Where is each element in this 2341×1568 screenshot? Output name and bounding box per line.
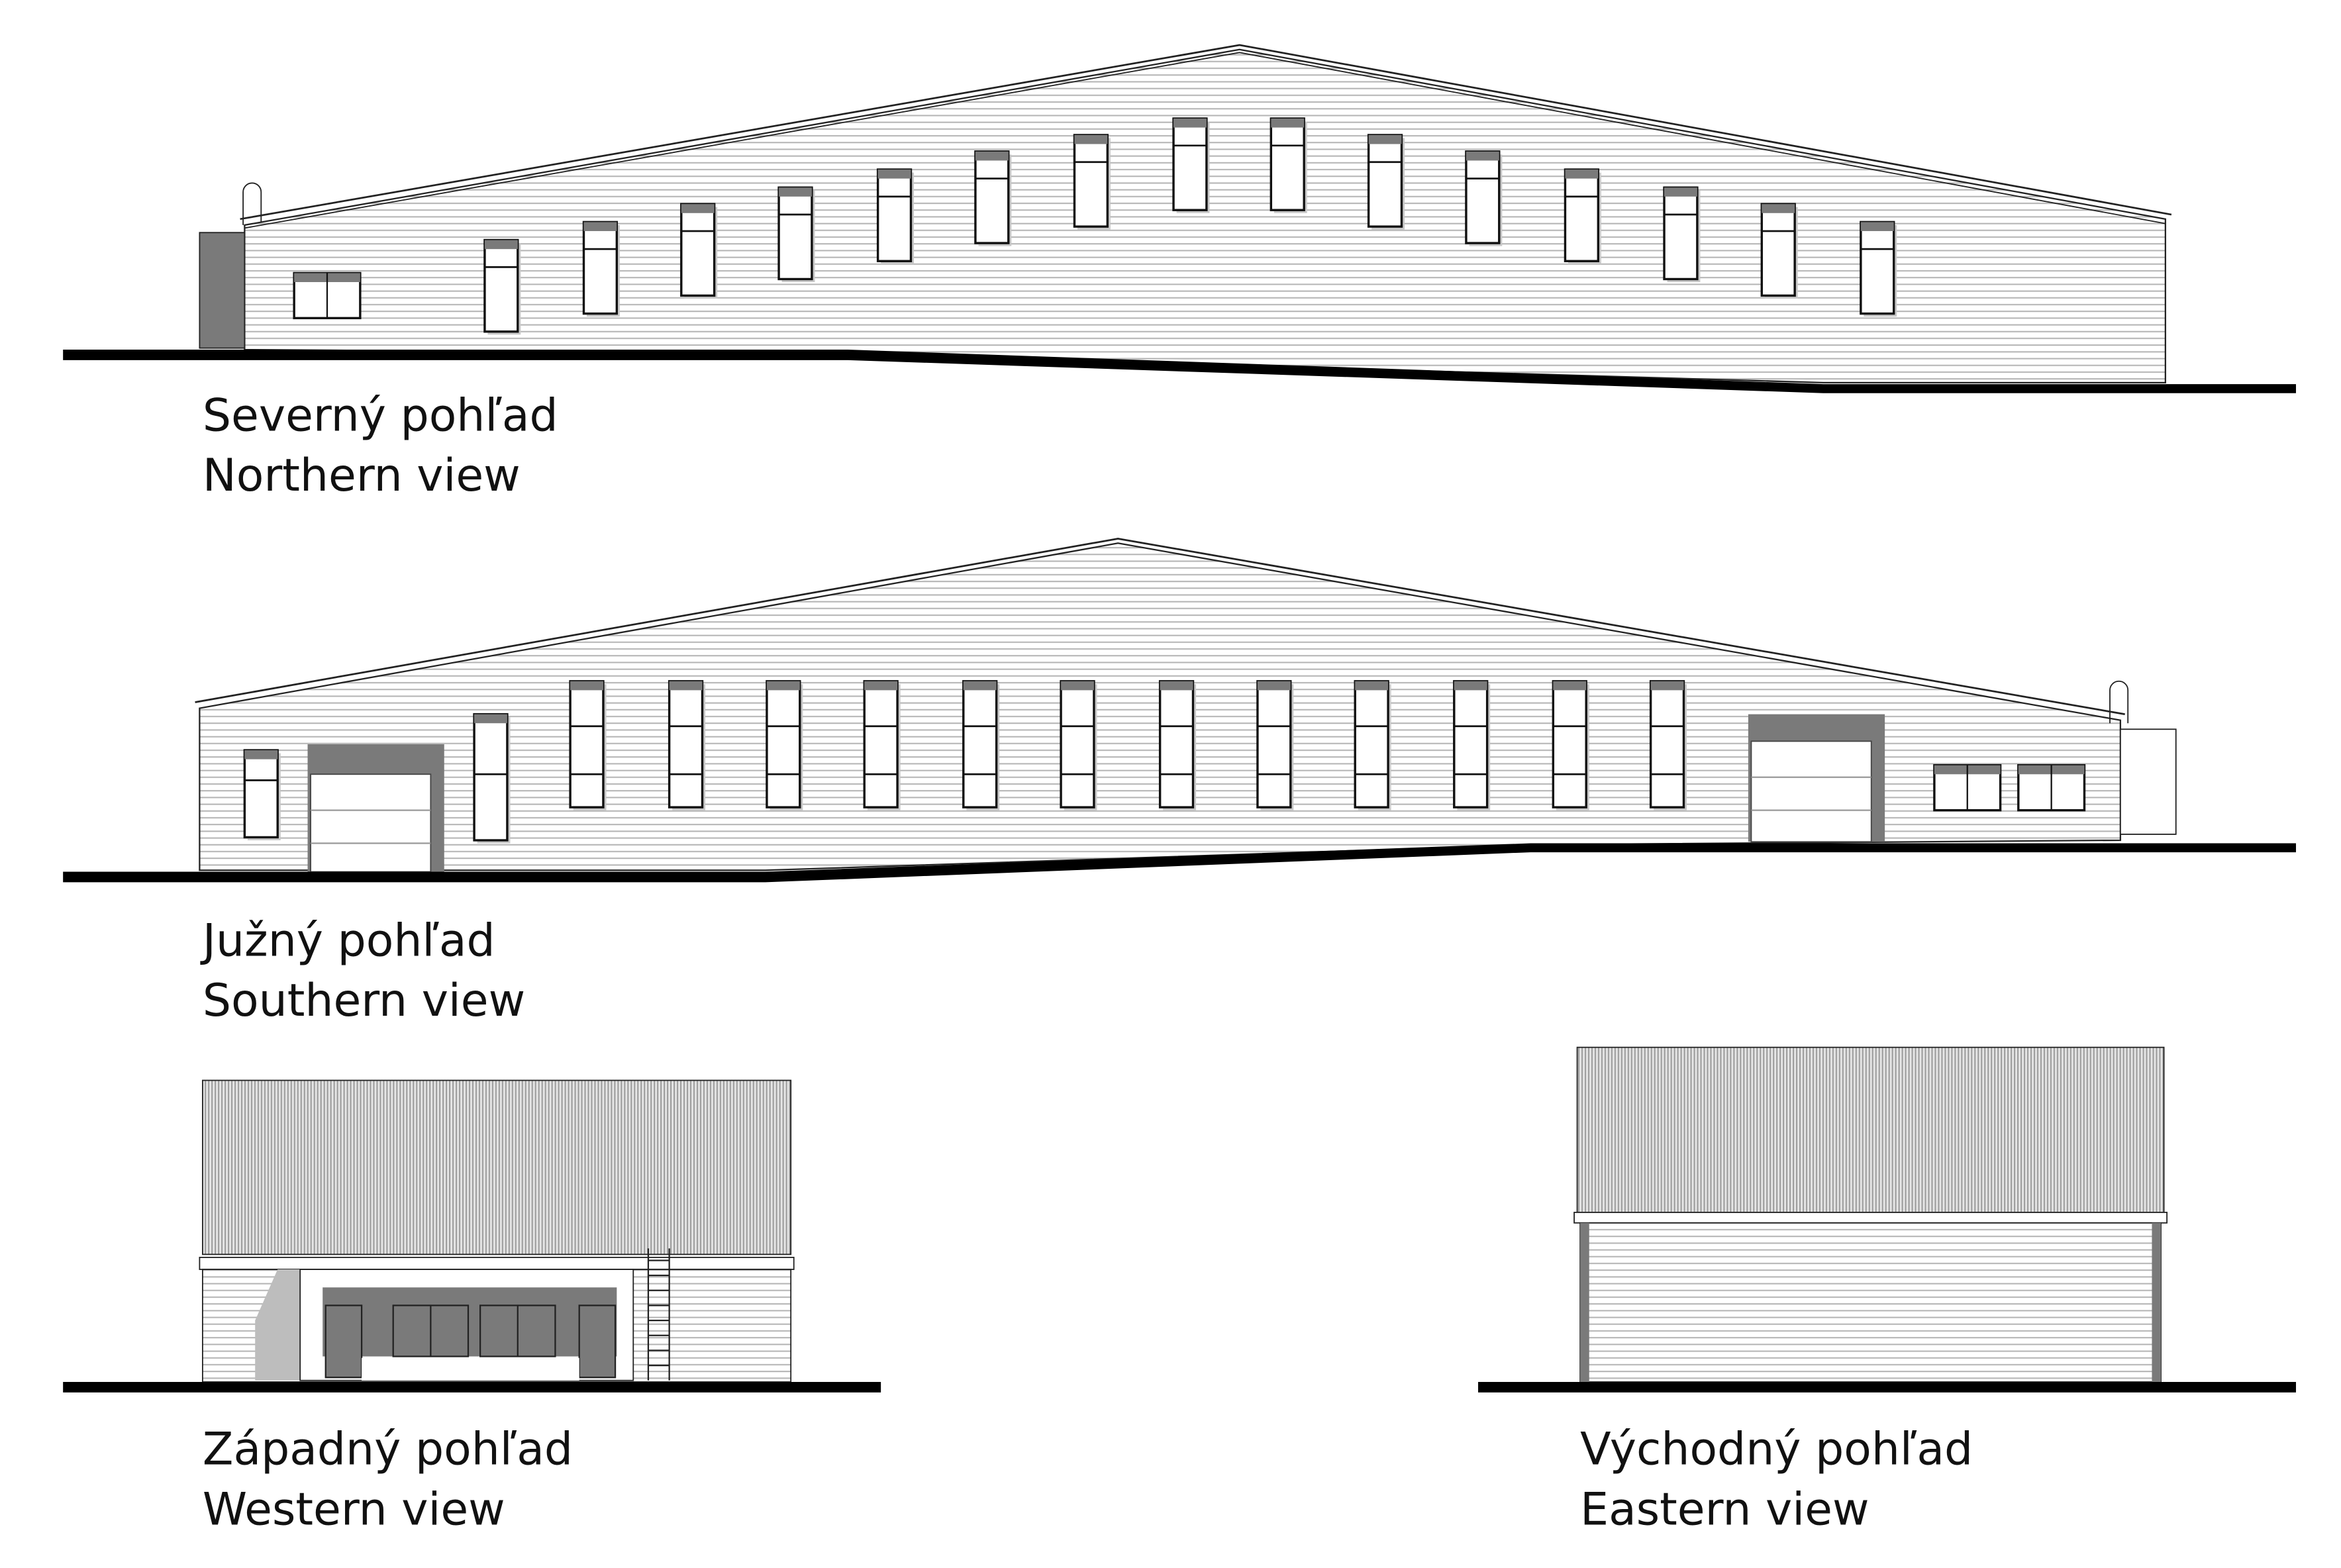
window [582, 220, 620, 317]
svg-text:Western view: Western view [203, 1483, 505, 1536]
window [668, 680, 706, 810]
eastern-elevation [1478, 1046, 2297, 1393]
door-window [479, 1304, 556, 1357]
window [473, 712, 511, 844]
west-roof [202, 1079, 792, 1255]
door-window [578, 1304, 617, 1379]
east-roof [1576, 1046, 2165, 1213]
north-roof-edge [240, 44, 2172, 220]
window [1354, 680, 1391, 810]
south-roof-edge [195, 538, 2125, 715]
window [1270, 117, 1307, 213]
door-window [392, 1304, 470, 1357]
roof-access-ladder [242, 182, 262, 225]
north-label-en: Northern view [203, 450, 521, 502]
west-ladder [647, 1248, 670, 1381]
window [1367, 134, 1405, 230]
west-openings [324, 1304, 617, 1381]
north-ground-line [63, 349, 2297, 393]
east-label-sk: Východný pohľad [1580, 1424, 1973, 1476]
window [1073, 134, 1111, 230]
garage-door-left [307, 744, 444, 873]
south-ground-line [63, 843, 2297, 883]
southern-elevation [63, 538, 2297, 883]
window [876, 168, 915, 264]
window [1158, 680, 1197, 810]
east-wall [1579, 1222, 2162, 1383]
north-windows [483, 117, 1897, 335]
window [1663, 186, 1701, 283]
svg-text:Západný pohľad: Západný pohľad [203, 1424, 573, 1476]
window [680, 203, 718, 299]
window [1860, 220, 1897, 317]
south-label-sk: Južný pohľad [200, 914, 495, 967]
west-label-en: Western view [203, 1483, 505, 1536]
window [1060, 680, 1097, 810]
northern-elevation [63, 44, 2297, 393]
east-ground-line [1478, 1382, 2297, 1393]
svg-text:Eastern view: Eastern view [1580, 1483, 1869, 1536]
west-ground-line [63, 1382, 881, 1393]
north-label-sk: Severný pohľad [203, 389, 558, 442]
north-wall [244, 48, 2167, 383]
window [777, 186, 815, 283]
window [569, 680, 607, 810]
window [1649, 680, 1687, 810]
window [1760, 203, 1798, 299]
svg-text:Východný pohľad: Východný pohľad [1580, 1424, 1973, 1476]
window [1564, 168, 1601, 264]
svg-text:Southern view: Southern view [203, 975, 525, 1027]
north-annex [199, 232, 246, 349]
window [1552, 680, 1589, 810]
south-label-en: Southern view [203, 975, 525, 1027]
west-label-sk: Západný pohľad [203, 1424, 573, 1476]
window [1933, 763, 2002, 812]
window [1172, 117, 1210, 213]
western-elevation [63, 1079, 881, 1393]
svg-text:Južný pohľad: Južný pohľad [200, 914, 495, 967]
window [1453, 680, 1491, 810]
window [962, 680, 1000, 810]
roof-access-ladder [2109, 680, 2129, 724]
window [1256, 680, 1294, 810]
window [1465, 150, 1503, 246]
window [766, 680, 803, 810]
window [863, 680, 901, 810]
east-label-en: Eastern view [1580, 1483, 1869, 1536]
window [243, 749, 281, 840]
svg-text:Severný pohľad: Severný pohľad [203, 389, 558, 442]
window [2017, 763, 2086, 812]
window [483, 238, 521, 335]
garage-door-right [1748, 714, 1885, 843]
north-small-window [293, 271, 362, 320]
window [974, 150, 1012, 246]
south-windows [243, 680, 2086, 844]
south-annex [2119, 728, 2177, 835]
svg-text:Northern view: Northern view [203, 450, 521, 502]
door-window [324, 1304, 363, 1379]
